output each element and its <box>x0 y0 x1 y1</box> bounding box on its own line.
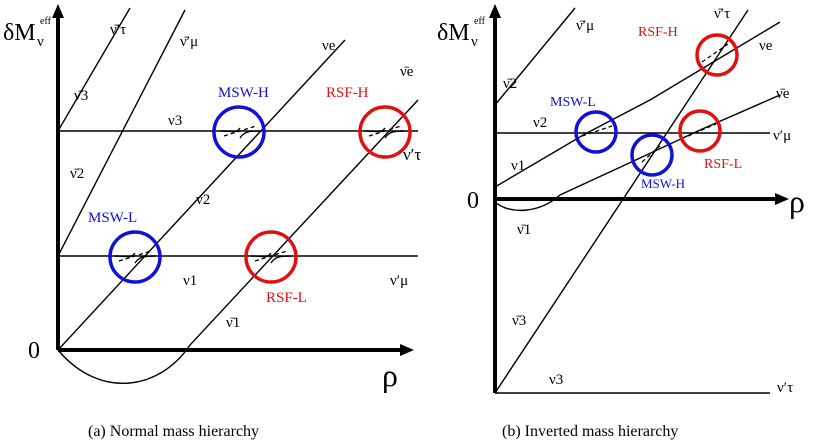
crossing-rsf-h <box>364 125 406 139</box>
label-nubar-e-right: ν̄e <box>776 86 790 102</box>
crossing-rsf-l <box>250 250 292 264</box>
label-nu-2-right: ν2 <box>533 115 547 131</box>
rsf-l-circle <box>244 230 298 284</box>
label-msw-h: MSW-H <box>218 85 269 101</box>
label-msw-l-right: MSW-L <box>550 95 596 110</box>
label-nu-e-right: νe <box>759 38 773 54</box>
label-rsf-h-right: RSF-H <box>638 25 678 40</box>
origin-label: 0 <box>28 338 40 364</box>
label-nu-1-right: ν1 <box>511 158 525 174</box>
line-nubar-mu <box>57 9 186 257</box>
label-nubar-3: ν̄3 <box>74 88 88 104</box>
x-axis-arrow-icon <box>400 344 414 356</box>
crossing-rsf-h-right <box>701 43 729 63</box>
x-axis-label: ρ <box>382 357 398 393</box>
y-axis-label: δM <box>3 20 36 46</box>
origin-right-label: 0 <box>467 188 479 214</box>
label-rsf-h: RSF-H <box>326 85 369 101</box>
line-nu-e <box>57 39 346 351</box>
label-nu-tau-prime-right: ν′τ <box>777 380 793 396</box>
caption-normal: (a) Normal mass hierarchy <box>88 423 259 440</box>
curve-nubar-e-right <box>494 94 781 212</box>
label-msw-h-right: MSW-H <box>641 176 685 191</box>
rsf-h-right-circle <box>695 33 739 77</box>
msw-l-right-circle <box>574 110 618 154</box>
label-nu-e: νe <box>322 38 336 54</box>
msw-h-right-circle <box>630 133 674 177</box>
y-axis-right-label-sup: eff <box>474 16 486 27</box>
y-axis-label-sup: eff <box>40 16 52 27</box>
label-nubar-mu-prime-right: ν̄′μ <box>576 18 594 34</box>
x-axis-right-arrow-icon <box>775 193 789 205</box>
label-nu-tau-prime: ν′τ <box>403 145 421 164</box>
label-nu-3: ν3 <box>168 113 182 129</box>
label-nubar-tau-prime: ν̄′τ <box>110 22 126 38</box>
label-nu-mu-prime: ν′μ <box>390 273 408 289</box>
caption-inverted: (b) Inverted mass hierarchy <box>502 423 678 440</box>
y-axis-right-label: δM <box>437 20 470 46</box>
line-steep-right <box>494 9 749 394</box>
right-panel: δM ν eff 0 ρ ν̄′μ ν̄′τ νe ν̄2 ν̄e ν2 ν′μ… <box>437 4 805 440</box>
crossing-msw-l <box>114 250 156 264</box>
label-nubar-e: ν̄e <box>400 64 414 80</box>
label-nubar-3-right: ν̄3 <box>512 313 526 329</box>
x-axis-right-label: ρ <box>789 183 805 219</box>
label-nubar-mu-prime: ν̄′μ <box>180 34 198 50</box>
rsf-h-circle <box>358 105 412 159</box>
rsf-l-right-circle <box>678 109 722 153</box>
y-axis-right-arrow-icon <box>489 4 501 18</box>
left-panel: δM ν eff 0 ρ ν̄′τ ν̄′μ νe ν̄e ν̄3 ν3 ν̄2… <box>3 4 421 440</box>
label-rsf-l: RSF-L <box>266 290 307 306</box>
crossing-rsf-l-right <box>687 123 717 137</box>
line-nubar-mu-right <box>494 7 576 106</box>
label-nu-2: ν2 <box>196 192 210 208</box>
y-axis-arrow-icon <box>52 4 64 18</box>
label-nubar-tau-prime-right: ν̄′τ <box>714 6 730 22</box>
line-nubar-tau <box>57 7 131 132</box>
curve-nubar-e <box>57 99 419 384</box>
label-nu-mu-prime-right: ν′μ <box>773 128 791 144</box>
msw-h-circle <box>212 105 266 159</box>
y-axis-right-label-sub: ν <box>471 34 478 50</box>
label-nubar-1-right: ν̄1 <box>517 222 531 238</box>
y-axis-label-sub: ν <box>37 34 44 50</box>
label-nu-1: ν1 <box>183 273 197 289</box>
label-nubar-1: ν̄1 <box>226 315 240 331</box>
line-nu-e-right <box>494 21 781 188</box>
label-nubar-2: ν̄2 <box>70 166 84 182</box>
label-msw-l: MSW-L <box>88 210 137 226</box>
crossing-msw-h <box>219 125 261 139</box>
label-rsf-l-right: RSF-L <box>704 157 742 172</box>
msw-l-circle <box>108 230 162 284</box>
label-nubar-2-right: ν̄2 <box>503 76 517 92</box>
crossing-msw-l-right <box>581 125 613 137</box>
label-nu-3-right: ν3 <box>549 372 563 388</box>
